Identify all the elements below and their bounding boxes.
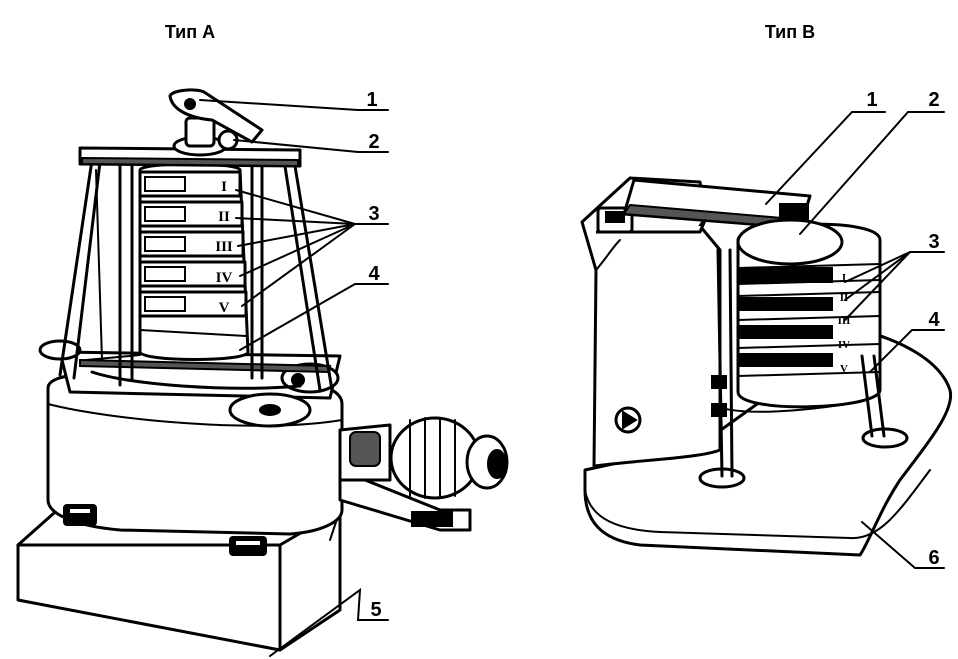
type-b-sieve-numeral-2: II (840, 292, 849, 304)
type-a-title: Тип А (165, 22, 215, 42)
type-a-clamp-handle (168, 88, 264, 157)
type-b-rods (711, 248, 886, 478)
type-b-callout-1: 1 (866, 89, 877, 111)
type-a-sieve-numeral-1: I (221, 179, 227, 195)
type-a-sieve-shaker: Тип А (16, 22, 509, 657)
type-a-callout-3: 3 (368, 203, 379, 225)
type-b-sieve-shaker: Тип В (580, 22, 953, 569)
type-b-callout-3: 3 (928, 231, 939, 253)
type-a-sieve-numeral-2: II (218, 209, 230, 225)
type-a-callout-1: 1 (366, 89, 377, 111)
type-b-title: Тип В (765, 22, 815, 42)
type-a-bottom-plate (38, 339, 342, 428)
type-b-sieve-numeral-1: I (842, 272, 846, 284)
type-b-sieve-numeral-4: IV (838, 339, 850, 351)
type-b-callout-4: 4 (928, 309, 940, 331)
type-a-callout-5: 5 (370, 599, 381, 621)
type-b-sieve-numeral-5: V (840, 363, 848, 375)
type-a-motor (338, 416, 509, 532)
type-b-callout-2: 2 (928, 89, 939, 111)
type-a-sieve-numeral-3: III (215, 239, 233, 255)
type-a-sieve-numeral-5: V (219, 300, 230, 316)
type-a-leader-lines (199, 99, 389, 657)
type-b-callout-6: 6 (928, 547, 939, 569)
type-a-sieve-numeral-4: IV (216, 270, 233, 286)
type-b-leader-lines (765, 111, 945, 569)
type-b-housing (580, 176, 722, 468)
type-a-sieve-stack: I II III IV V (138, 162, 250, 361)
type-a-callout-2: 2 (368, 131, 379, 153)
type-b-sieve-stack: I II III IV V (736, 218, 882, 409)
type-a-callout-4: 4 (368, 263, 380, 285)
